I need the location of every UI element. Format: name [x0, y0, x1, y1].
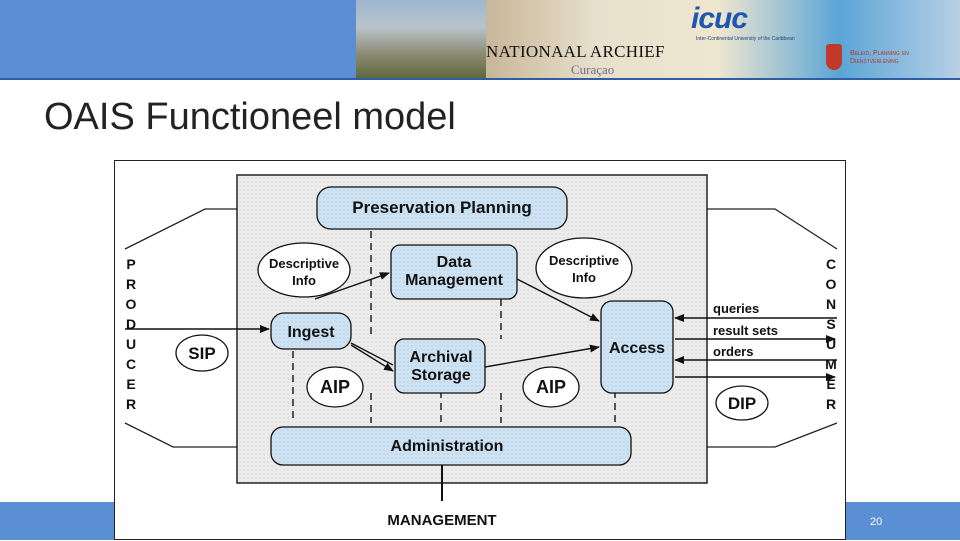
sip-label: SIP [188, 344, 215, 363]
oais-diagram-svg: P R O D U C E R C O N S U M E R Preserva… [115, 161, 847, 541]
crest-icon [826, 44, 842, 70]
archival-storage-line-2: Storage [411, 367, 471, 384]
preservation-planning-label: Preservation Planning [352, 198, 532, 217]
data-management-line-2: Management [405, 272, 503, 289]
consumer-label: C O N S U M E R [825, 256, 837, 412]
producer-letter-o: O [126, 296, 137, 312]
ingest-label: Ingest [287, 324, 335, 341]
descriptive-info-left-line-1: Descriptive [269, 256, 339, 271]
consumer-top-line [707, 209, 837, 249]
producer-letter-e: E [126, 376, 135, 392]
consumer-letter-r: R [826, 396, 836, 412]
producer-letter-u: U [126, 336, 136, 352]
access-label: Access [609, 340, 665, 357]
department-logo: Beleid, Planning en Dienstverlening [850, 50, 909, 66]
consumer-letter-o: O [826, 276, 837, 292]
department-line-2: Dienstverlening [850, 58, 909, 66]
dip-label: DIP [728, 394, 756, 413]
administration-label: Administration [391, 438, 504, 455]
slide-title: OAIS Functioneel model [44, 96, 456, 139]
producer-letter-r: R [126, 276, 136, 292]
aip-right-label: AIP [536, 377, 566, 397]
data-management-line-1: Data [437, 254, 472, 271]
producer-letter-c: C [126, 356, 136, 372]
department-line-1: Beleid, Planning en [850, 50, 909, 58]
building-photo [356, 0, 486, 78]
aip-left-label: AIP [320, 377, 350, 397]
header-divider [0, 78, 960, 80]
producer-bottom-line [125, 423, 237, 447]
descriptive-info-right-line-1: Descriptive [549, 253, 619, 268]
archive-name: NATIONAAL ARCHIEF [486, 42, 665, 62]
archival-storage-box [395, 339, 485, 393]
consumer-letter-n: N [826, 296, 836, 312]
consumer-letter-m: M [825, 356, 837, 372]
producer-letter-p: P [126, 256, 135, 272]
header-banner: NATIONAAL ARCHIEF Curaçao icuc Inter-Con… [356, 0, 960, 78]
producer-top-line [125, 209, 237, 249]
orders-label: orders [713, 344, 753, 359]
descriptive-info-right-ellipse [536, 238, 632, 298]
archive-place: Curaçao [571, 62, 614, 78]
queries-label: queries [713, 301, 759, 316]
consumer-letter-e: E [826, 376, 835, 392]
archival-storage-line-1: Archival [409, 349, 472, 366]
result-sets-label: result sets [713, 323, 778, 338]
producer-letter-r2: R [126, 396, 136, 412]
consumer-letter-c: C [826, 256, 836, 272]
management-label: MANAGEMENT [387, 512, 496, 529]
oais-diagram: P R O D U C E R C O N S U M E R Preserva… [114, 160, 846, 540]
university-logo: icuc [691, 2, 747, 36]
consumer-bottom-line [707, 423, 837, 447]
descriptive-info-left-line-2: Info [292, 273, 316, 288]
page-number: 20 [870, 516, 882, 528]
descriptive-info-right-line-2: Info [572, 270, 596, 285]
university-subtitle: Inter-Continental University of the Cari… [696, 36, 795, 42]
producer-label: P R O D U C E R [126, 256, 137, 412]
